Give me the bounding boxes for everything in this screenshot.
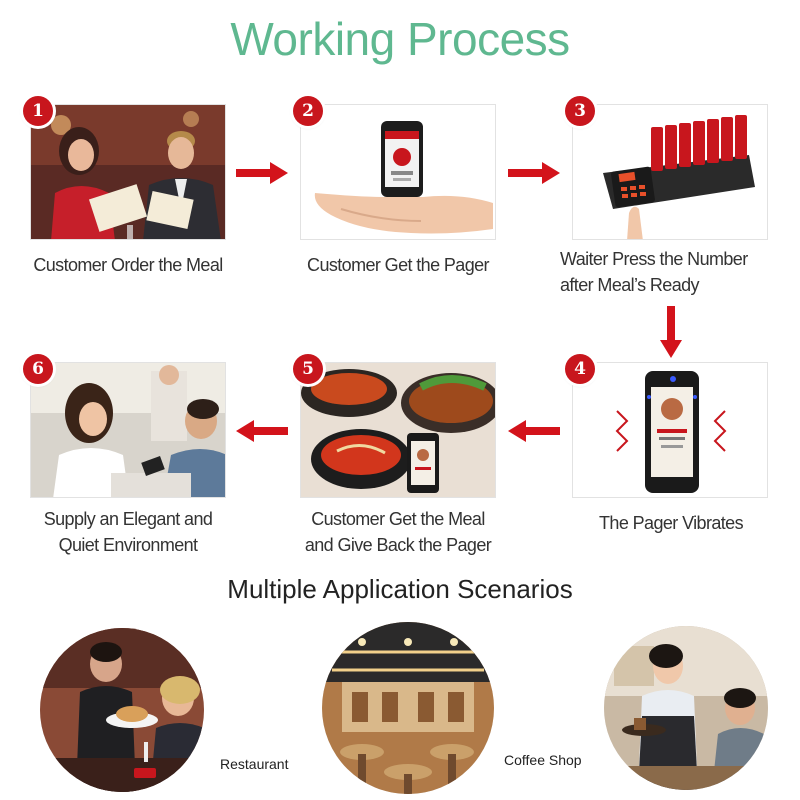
step-4-caption: The Pager Vibrates <box>556 510 786 536</box>
step-5-caption-line: and Give Back the Pager <box>304 535 492 555</box>
step-6-photo <box>30 362 226 498</box>
scenario-hall-photo <box>322 622 494 794</box>
step-6-caption-line: Quiet Environment <box>58 535 198 555</box>
scenario-coffee-shop-photo <box>604 626 768 790</box>
step-4-caption-line: The Pager Vibrates <box>599 513 744 533</box>
page-title: Working Process <box>230 13 570 65</box>
arrow-right-icon <box>236 162 288 184</box>
scenario-label: Restaurant <box>220 756 289 772</box>
arrow-down-icon <box>660 306 682 358</box>
step-6-caption: Supply an Elegant and Quiet Environment <box>13 506 243 558</box>
step-2-caption-line: Customer Get the Pager <box>307 255 490 275</box>
step-1-caption-line: Customer Order the Meal <box>33 255 223 275</box>
step-1-badge: 1 <box>23 96 53 126</box>
step-2-photo <box>300 104 496 240</box>
step-5-photo <box>300 362 496 498</box>
step-4-photo <box>572 362 768 498</box>
step-5-caption: Customer Get the Meal and Give Back the … <box>283 506 513 558</box>
step-3-badge: 3 <box>565 96 595 126</box>
step-6-badge: 6 <box>23 354 53 384</box>
step-3-caption-line: after Meal’s Ready <box>560 275 700 295</box>
step-2-caption: Customer Get the Pager <box>283 252 513 278</box>
step-1-photo <box>30 104 226 240</box>
arrow-left-icon <box>236 420 288 442</box>
step-5-caption-line: Customer Get the Meal <box>311 509 485 529</box>
step-3-caption-line: Waiter Press the Number <box>560 249 748 269</box>
step-6-caption-line: Supply an Elegant and <box>43 509 213 529</box>
step-2-badge: 2 <box>293 96 323 126</box>
step-5-badge: 5 <box>293 354 323 384</box>
step-3-caption: Waiter Press the Number after Meal’s Rea… <box>560 246 790 298</box>
step-1-caption: Customer Order the Meal <box>13 252 243 278</box>
arrow-right-icon <box>508 162 560 184</box>
step-4-badge: 4 <box>565 354 595 384</box>
step-3-photo <box>572 104 768 240</box>
scenario-restaurant-photo <box>40 628 204 792</box>
arrow-left-icon <box>508 420 560 442</box>
scenarios-title: Multiple Application Scenarios <box>227 574 573 604</box>
scenario-label: Coffee Shop <box>504 752 582 768</box>
